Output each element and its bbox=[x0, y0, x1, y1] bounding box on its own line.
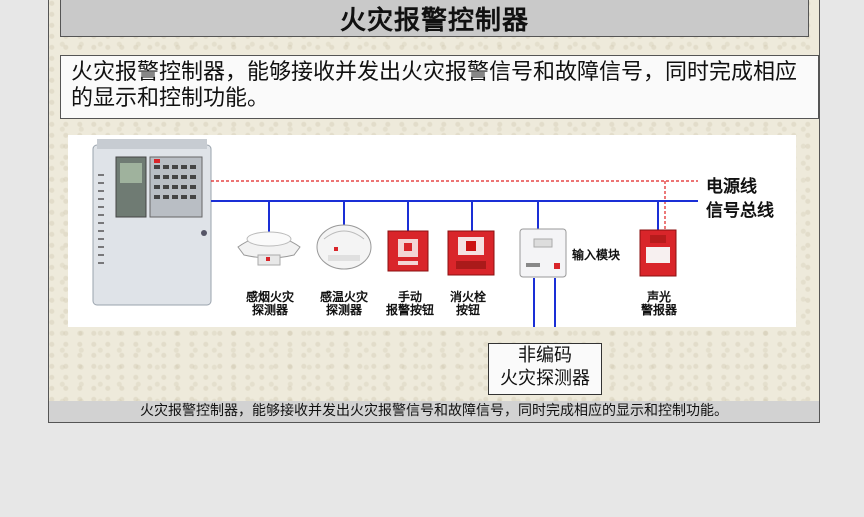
signal-bus-label: 信号总线 bbox=[706, 201, 774, 221]
controller-cabinet-icon bbox=[92, 139, 212, 306]
label-line: 手动 bbox=[397, 290, 422, 304]
input-module-icon bbox=[519, 228, 567, 278]
label-line: 声光 bbox=[646, 290, 671, 304]
heat-detector-icon bbox=[316, 224, 372, 270]
label-line: 消火栓 bbox=[449, 290, 486, 304]
system-diagram: 感烟火灾 探测器 感温火灾 探测器 手动 报警按钮 消火栓 按钮 输入模块 声光… bbox=[68, 135, 796, 327]
label-line: 探测器 bbox=[251, 303, 288, 317]
label-line: 感烟火灾 bbox=[245, 290, 294, 304]
description-box: 火灾报警控制器，能够接收并发出火灾报警信号和故障信号，同时完成相应的显示和控制功… bbox=[60, 55, 819, 119]
hydrant-button-label: 消火栓 按钮 bbox=[442, 291, 494, 317]
label-line: 感温火灾 bbox=[319, 290, 368, 304]
sounder-strobe-label: 声光 警报器 bbox=[634, 291, 684, 317]
page-title: 火灾报警控制器 bbox=[60, 0, 809, 37]
label-line: 火灾探测器 bbox=[500, 368, 590, 389]
label-line: 非编码 bbox=[518, 345, 572, 366]
smoke-detector-label: 感烟火灾 探测器 bbox=[244, 291, 296, 317]
power-line-label: 电源线 bbox=[706, 177, 757, 197]
wiring-diagram-svg bbox=[92, 139, 698, 327]
label-line: 探测器 bbox=[325, 303, 362, 317]
non-addressable-detector-box: 非编码 火灾探测器 bbox=[488, 343, 602, 395]
label-line: 按钮 bbox=[455, 303, 480, 317]
label-line: 报警按钮 bbox=[385, 303, 434, 317]
label-line: 警报器 bbox=[640, 303, 677, 317]
input-module-label: 输入模块 bbox=[571, 248, 620, 262]
sounder-strobe-icon bbox=[639, 229, 677, 277]
manual-call-point-label: 手动 报警按钮 bbox=[382, 291, 438, 317]
smoke-detector-icon bbox=[237, 231, 301, 266]
manual-call-point-icon bbox=[387, 230, 429, 272]
hydrant-button-icon bbox=[447, 230, 495, 276]
heat-detector-label: 感温火灾 探测器 bbox=[317, 291, 371, 317]
caption-bar: 火灾报警控制器，能够接收并发出火灾报警信号和故障信号，同时完成相应的显示和控制功… bbox=[49, 401, 819, 422]
